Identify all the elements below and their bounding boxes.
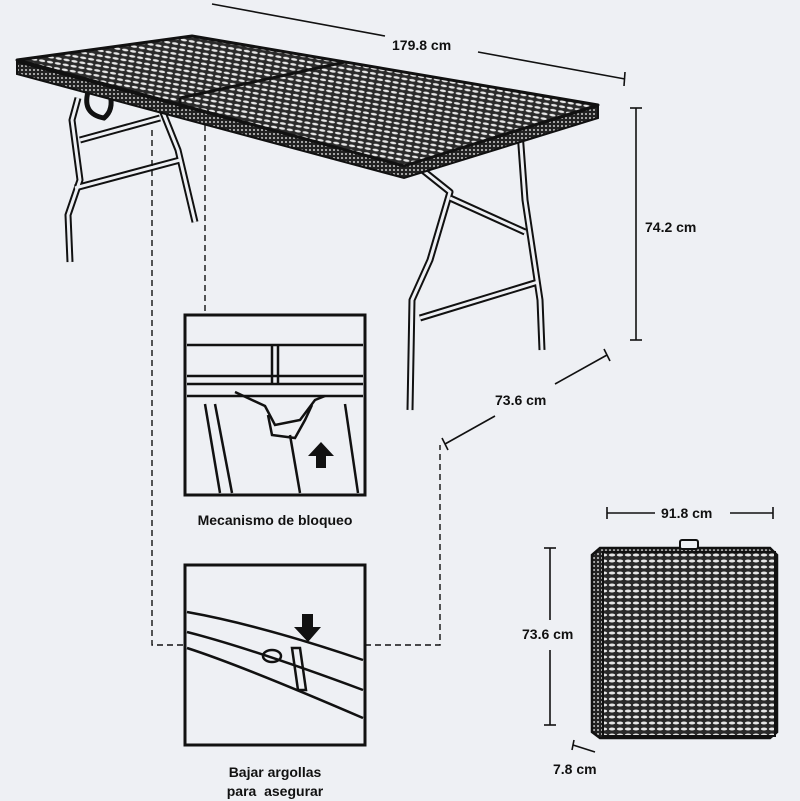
dimension-line-length [211,3,626,87]
folded-height-label: 73.6 cm [522,626,574,642]
rings-caption-line1: Bajar argollas [228,764,322,780]
arrow-up-icon [308,442,334,468]
handle [84,91,114,121]
table-top [15,34,600,180]
rings-inset [183,563,367,747]
folded-table [590,539,779,740]
dashed-connectors [151,125,441,646]
rings-caption-line2: para asegurar [226,783,324,799]
folded-thickness-label: 7.8 cm [553,761,597,777]
length-label: 179.8 cm [392,37,452,53]
height-label: 74.2 cm [645,219,697,235]
folded-width-label: 91.8 cm [661,505,713,521]
arrow-down-icon [294,614,321,642]
dimension-line-width [441,348,611,451]
dimension-line-height [630,107,642,341]
dimension-lines-folded [544,507,774,753]
width-label: 73.6 cm [495,392,547,408]
lock-mechanism-inset [183,313,367,497]
lock-caption: Mecanismo de bloqueo [197,512,353,528]
